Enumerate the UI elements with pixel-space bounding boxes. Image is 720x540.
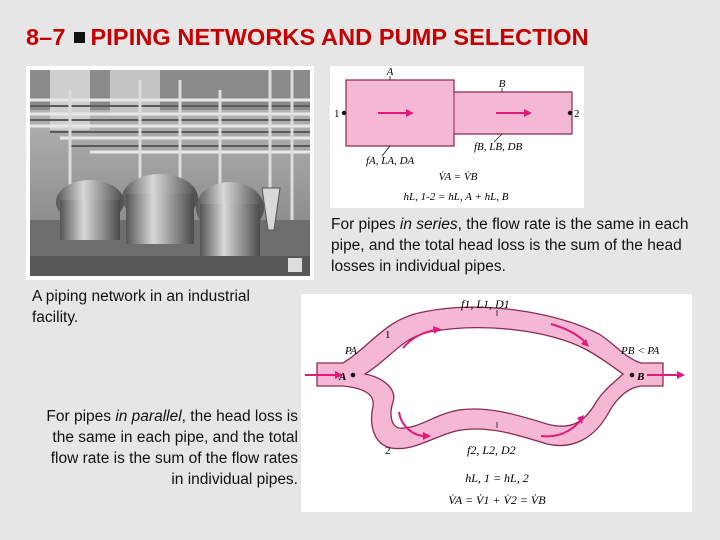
point-1-dot bbox=[341, 110, 347, 116]
series-pipe-body bbox=[345, 79, 573, 147]
industrial-piping-photo bbox=[26, 66, 314, 280]
node-a-label: A bbox=[338, 371, 346, 383]
pressure-b-label: PB < PA bbox=[620, 345, 660, 357]
inlet-arrow bbox=[305, 371, 343, 379]
parallel-pipes-svg: f1, L1, D1 1 2 PA PB < PA A B f2, L2, D2… bbox=[305, 297, 685, 507]
node-b-dot bbox=[629, 372, 635, 378]
chapter-number: 8–7 bbox=[26, 24, 66, 50]
branch-1-arrow-right bbox=[550, 323, 589, 347]
branch-2-arrow-right bbox=[540, 415, 584, 438]
pressure-a-label: PA bbox=[344, 345, 357, 357]
pipe-b-label: B bbox=[499, 78, 506, 90]
parallel-head-equation: hL, 1 = hL, 2 bbox=[465, 471, 528, 485]
parallel-caption-text-end: , the head loss is the same in each pipe… bbox=[50, 408, 298, 488]
parallel-pipe-hole bbox=[363, 327, 625, 429]
branch-2-arrow-left bbox=[398, 411, 431, 440]
series-caption-emphasis: in series bbox=[399, 216, 458, 233]
parallel-flow-equation: V̇A = V̇1 + V̇2 = V̇B bbox=[448, 493, 546, 507]
point-1-label: 1 bbox=[334, 108, 340, 120]
branch-1-properties: f1, L1, D1 bbox=[461, 297, 510, 311]
outlet-arrow bbox=[647, 371, 685, 379]
photo-caption: A piping network in an industrial facili… bbox=[32, 288, 250, 326]
series-pipes-svg: A B 1 2 fA, LA, DA fB, LB, DB V̇A = V̇B … bbox=[334, 66, 580, 203]
series-pipes-diagram: A B 1 2 fA, LA, DA fB, LB, DB V̇A = V̇B … bbox=[330, 66, 584, 208]
flow-arrow-b bbox=[496, 109, 532, 117]
parallel-caption-emphasis: in parallel bbox=[115, 408, 182, 425]
branch-1-arrow-left bbox=[402, 326, 441, 349]
series-caption: For pipes in series, the flow rate is th… bbox=[331, 214, 701, 277]
square-bullet-icon bbox=[73, 32, 85, 44]
point-2-label: 2 bbox=[574, 108, 580, 120]
parallel-pipes-diagram: f1, L1, D1 1 2 PA PB < PA A B f2, L2, D2… bbox=[301, 294, 692, 512]
parallel-caption: For pipes in parallel, the head loss is … bbox=[36, 406, 298, 490]
piping-photo-illustration bbox=[30, 70, 310, 276]
pipe-a-label: A bbox=[386, 66, 394, 78]
series-flow-equation: V̇A = V̇B bbox=[439, 171, 478, 183]
series-caption-text-end: , the flow rate is the same in each pipe… bbox=[331, 216, 689, 275]
flow-arrow-a bbox=[378, 109, 414, 117]
point-2-dot bbox=[567, 110, 573, 116]
section-title: PIPING NETWORKS AND PUMP SELECTION bbox=[90, 24, 589, 50]
node-b-label: B bbox=[636, 371, 644, 383]
branch-1-label: 1 bbox=[385, 329, 391, 341]
slide-title: 8–7 PIPING NETWORKS AND PUMP SELECTION bbox=[26, 24, 706, 51]
series-caption-text: For pipes bbox=[331, 216, 400, 233]
node-a-dot bbox=[350, 372, 356, 378]
series-head-equation: hL, 1-2 = hL, A + hL, B bbox=[404, 191, 509, 203]
pipe-b-properties: fB, LB, DB bbox=[474, 141, 523, 153]
pipe-a-properties: fA, LA, DA bbox=[366, 155, 415, 167]
branch-2-label: 2 bbox=[385, 445, 391, 457]
branch-2-properties: f2, L2, D2 bbox=[467, 443, 516, 457]
parallel-caption-text: For pipes bbox=[46, 408, 116, 425]
